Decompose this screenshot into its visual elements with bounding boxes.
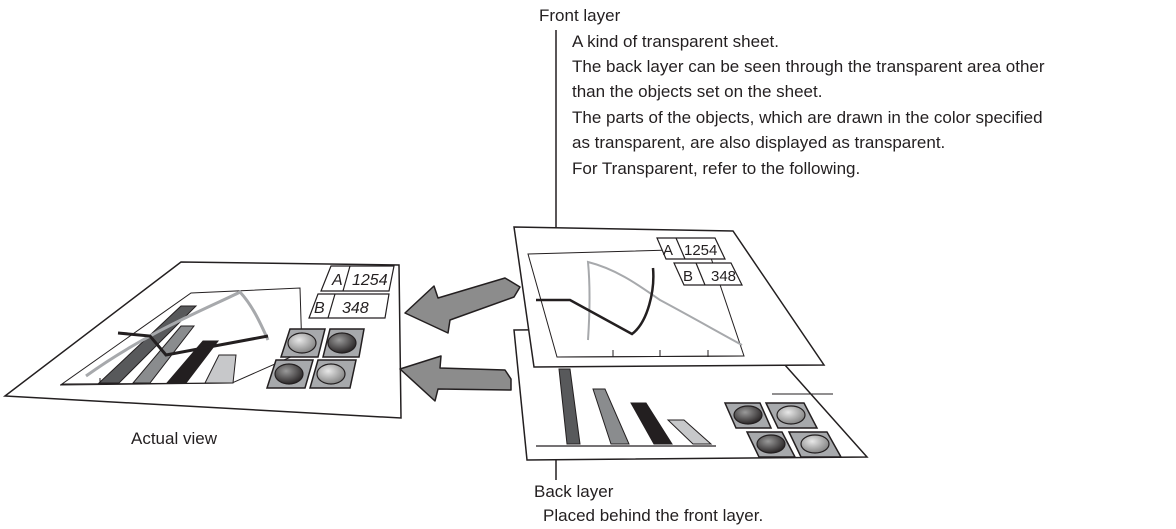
front-readout-b-label: B xyxy=(683,268,693,285)
front-layer-title: Front layer xyxy=(539,6,621,25)
back-bar-1 xyxy=(558,368,581,445)
actual-bar-3 xyxy=(165,340,220,384)
actual-view-sheet: A 1254 B 348 xyxy=(2,261,402,419)
back-layer-desc: Placed behind the front layer. xyxy=(543,506,764,525)
actual-view-label: Actual view xyxy=(131,429,217,448)
actual-bar-4 xyxy=(204,354,237,384)
front-layer-desc-line-5: as transparent, are also displayed as tr… xyxy=(572,133,946,152)
actual-black-curve xyxy=(117,331,269,357)
arrow-front-to-view xyxy=(404,277,521,334)
actual-readout-b-label: B xyxy=(314,300,325,317)
actual-readout-a-label: A xyxy=(331,272,343,289)
back-bar-2 xyxy=(592,388,630,445)
back-layer-title: Back layer xyxy=(534,482,614,501)
actual-button-grid xyxy=(265,328,365,389)
front-layer-sheet: A 1254 B 348 xyxy=(513,226,826,368)
back-bar-3 xyxy=(630,402,673,445)
front-layer-desc-line-6: For Transparent, refer to the following. xyxy=(572,159,861,178)
back-bar-4 xyxy=(666,419,713,445)
arrow-back-to-view xyxy=(399,355,512,402)
front-layer-desc-line-1: A kind of transparent sheet. xyxy=(572,32,779,51)
actual-gray-curve xyxy=(85,290,270,378)
actual-readout-a-value: 1254 xyxy=(352,272,388,289)
actual-readout-b-value: 348 xyxy=(342,300,369,317)
front-readout-b-value: 348 xyxy=(711,268,736,285)
front-layer-desc-line-3: than the objects set on the sheet. xyxy=(572,82,823,101)
front-gray-curve xyxy=(586,260,743,346)
front-layer-desc-line-2: The back layer can be seen through the t… xyxy=(572,57,1045,76)
front-layer-desc-line-4: The parts of the objects, which are draw… xyxy=(572,108,1043,127)
front-readout-a-value: 1254 xyxy=(684,242,717,259)
back-button-grid xyxy=(723,402,843,458)
front-black-curve xyxy=(536,267,655,336)
actual-bar-2 xyxy=(131,325,196,384)
front-readout-a-label: A xyxy=(663,242,673,259)
